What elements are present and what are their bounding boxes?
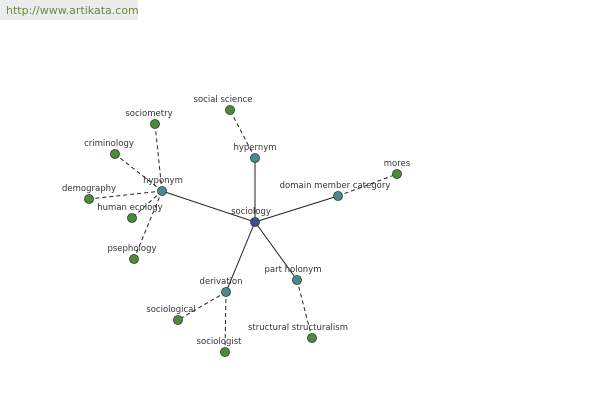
node-human-ecology[interactable] xyxy=(127,213,137,223)
node-criminology[interactable] xyxy=(110,149,120,159)
node-part-holonym[interactable] xyxy=(292,275,302,285)
edge-hyponym-sociometry xyxy=(154,123,163,192)
edge-hyponym-criminology xyxy=(114,153,163,192)
node-demography[interactable] xyxy=(84,194,94,204)
node-label-psephology[interactable]: psephology xyxy=(107,244,156,254)
source-banner: http://www.artikata.com xyxy=(0,0,139,20)
node-sociological[interactable] xyxy=(173,315,183,325)
node-structural-structuralism[interactable] xyxy=(307,333,317,343)
node-hypernym[interactable] xyxy=(250,153,260,163)
node-sociology[interactable] xyxy=(250,217,260,227)
node-social-science[interactable] xyxy=(225,105,235,115)
node-label-structural-structuralism[interactable]: structural structuralism xyxy=(248,323,348,333)
node-label-derivation[interactable]: derivation xyxy=(199,277,242,287)
node-label-sociometry[interactable]: sociometry xyxy=(125,109,172,119)
node-sociometry[interactable] xyxy=(150,119,160,129)
edge-hyponym-demography xyxy=(88,190,163,200)
edge-hypernym-social-science xyxy=(229,109,256,159)
node-label-social-science[interactable]: social science xyxy=(194,95,253,105)
graph-edges xyxy=(88,109,398,353)
node-label-hyponym[interactable]: hyponym xyxy=(143,176,183,186)
node-label-sociological[interactable]: sociological xyxy=(146,305,195,315)
edge-part-holonym-structural-structuralism xyxy=(296,279,313,339)
node-label-criminology[interactable]: criminology xyxy=(84,139,134,149)
edge-sociology-derivation xyxy=(225,221,256,293)
edge-sociology-part-holonym xyxy=(254,221,298,281)
graph-nodes xyxy=(84,105,402,357)
edge-domain-member-category-mores xyxy=(337,173,398,197)
edge-sociology-domain-member-category xyxy=(254,195,339,223)
node-sociologist[interactable] xyxy=(220,347,230,357)
node-label-hypernym[interactable]: hypernym xyxy=(233,143,276,153)
graph-labels: sociology hypernym hyponym domain member ca… xyxy=(62,95,411,347)
node-label-human-ecology[interactable]: human ecology xyxy=(97,203,162,213)
node-label-demography[interactable]: demography xyxy=(62,184,116,194)
source-url-link[interactable]: http://www.artikata.com xyxy=(6,4,139,17)
node-label-mores[interactable]: mores xyxy=(384,159,411,169)
node-psephology[interactable] xyxy=(129,254,139,264)
node-label-sociology[interactable]: sociology xyxy=(231,207,271,217)
node-domain-member-category[interactable] xyxy=(333,191,343,201)
edge-hyponym-psephology xyxy=(133,190,163,260)
node-label-part-holonym[interactable]: part holonym xyxy=(265,265,322,275)
edge-derivation-sociologist xyxy=(224,291,227,353)
edge-sociology-hyponym xyxy=(161,190,256,223)
node-label-domain-member-category[interactable]: domain member category xyxy=(280,181,391,191)
node-hyponym[interactable] xyxy=(157,186,167,196)
edge-derivation-sociological xyxy=(177,291,227,321)
node-label-sociologist[interactable]: sociologist xyxy=(197,337,243,347)
node-derivation[interactable] xyxy=(221,287,231,297)
node-mores[interactable] xyxy=(392,169,402,179)
